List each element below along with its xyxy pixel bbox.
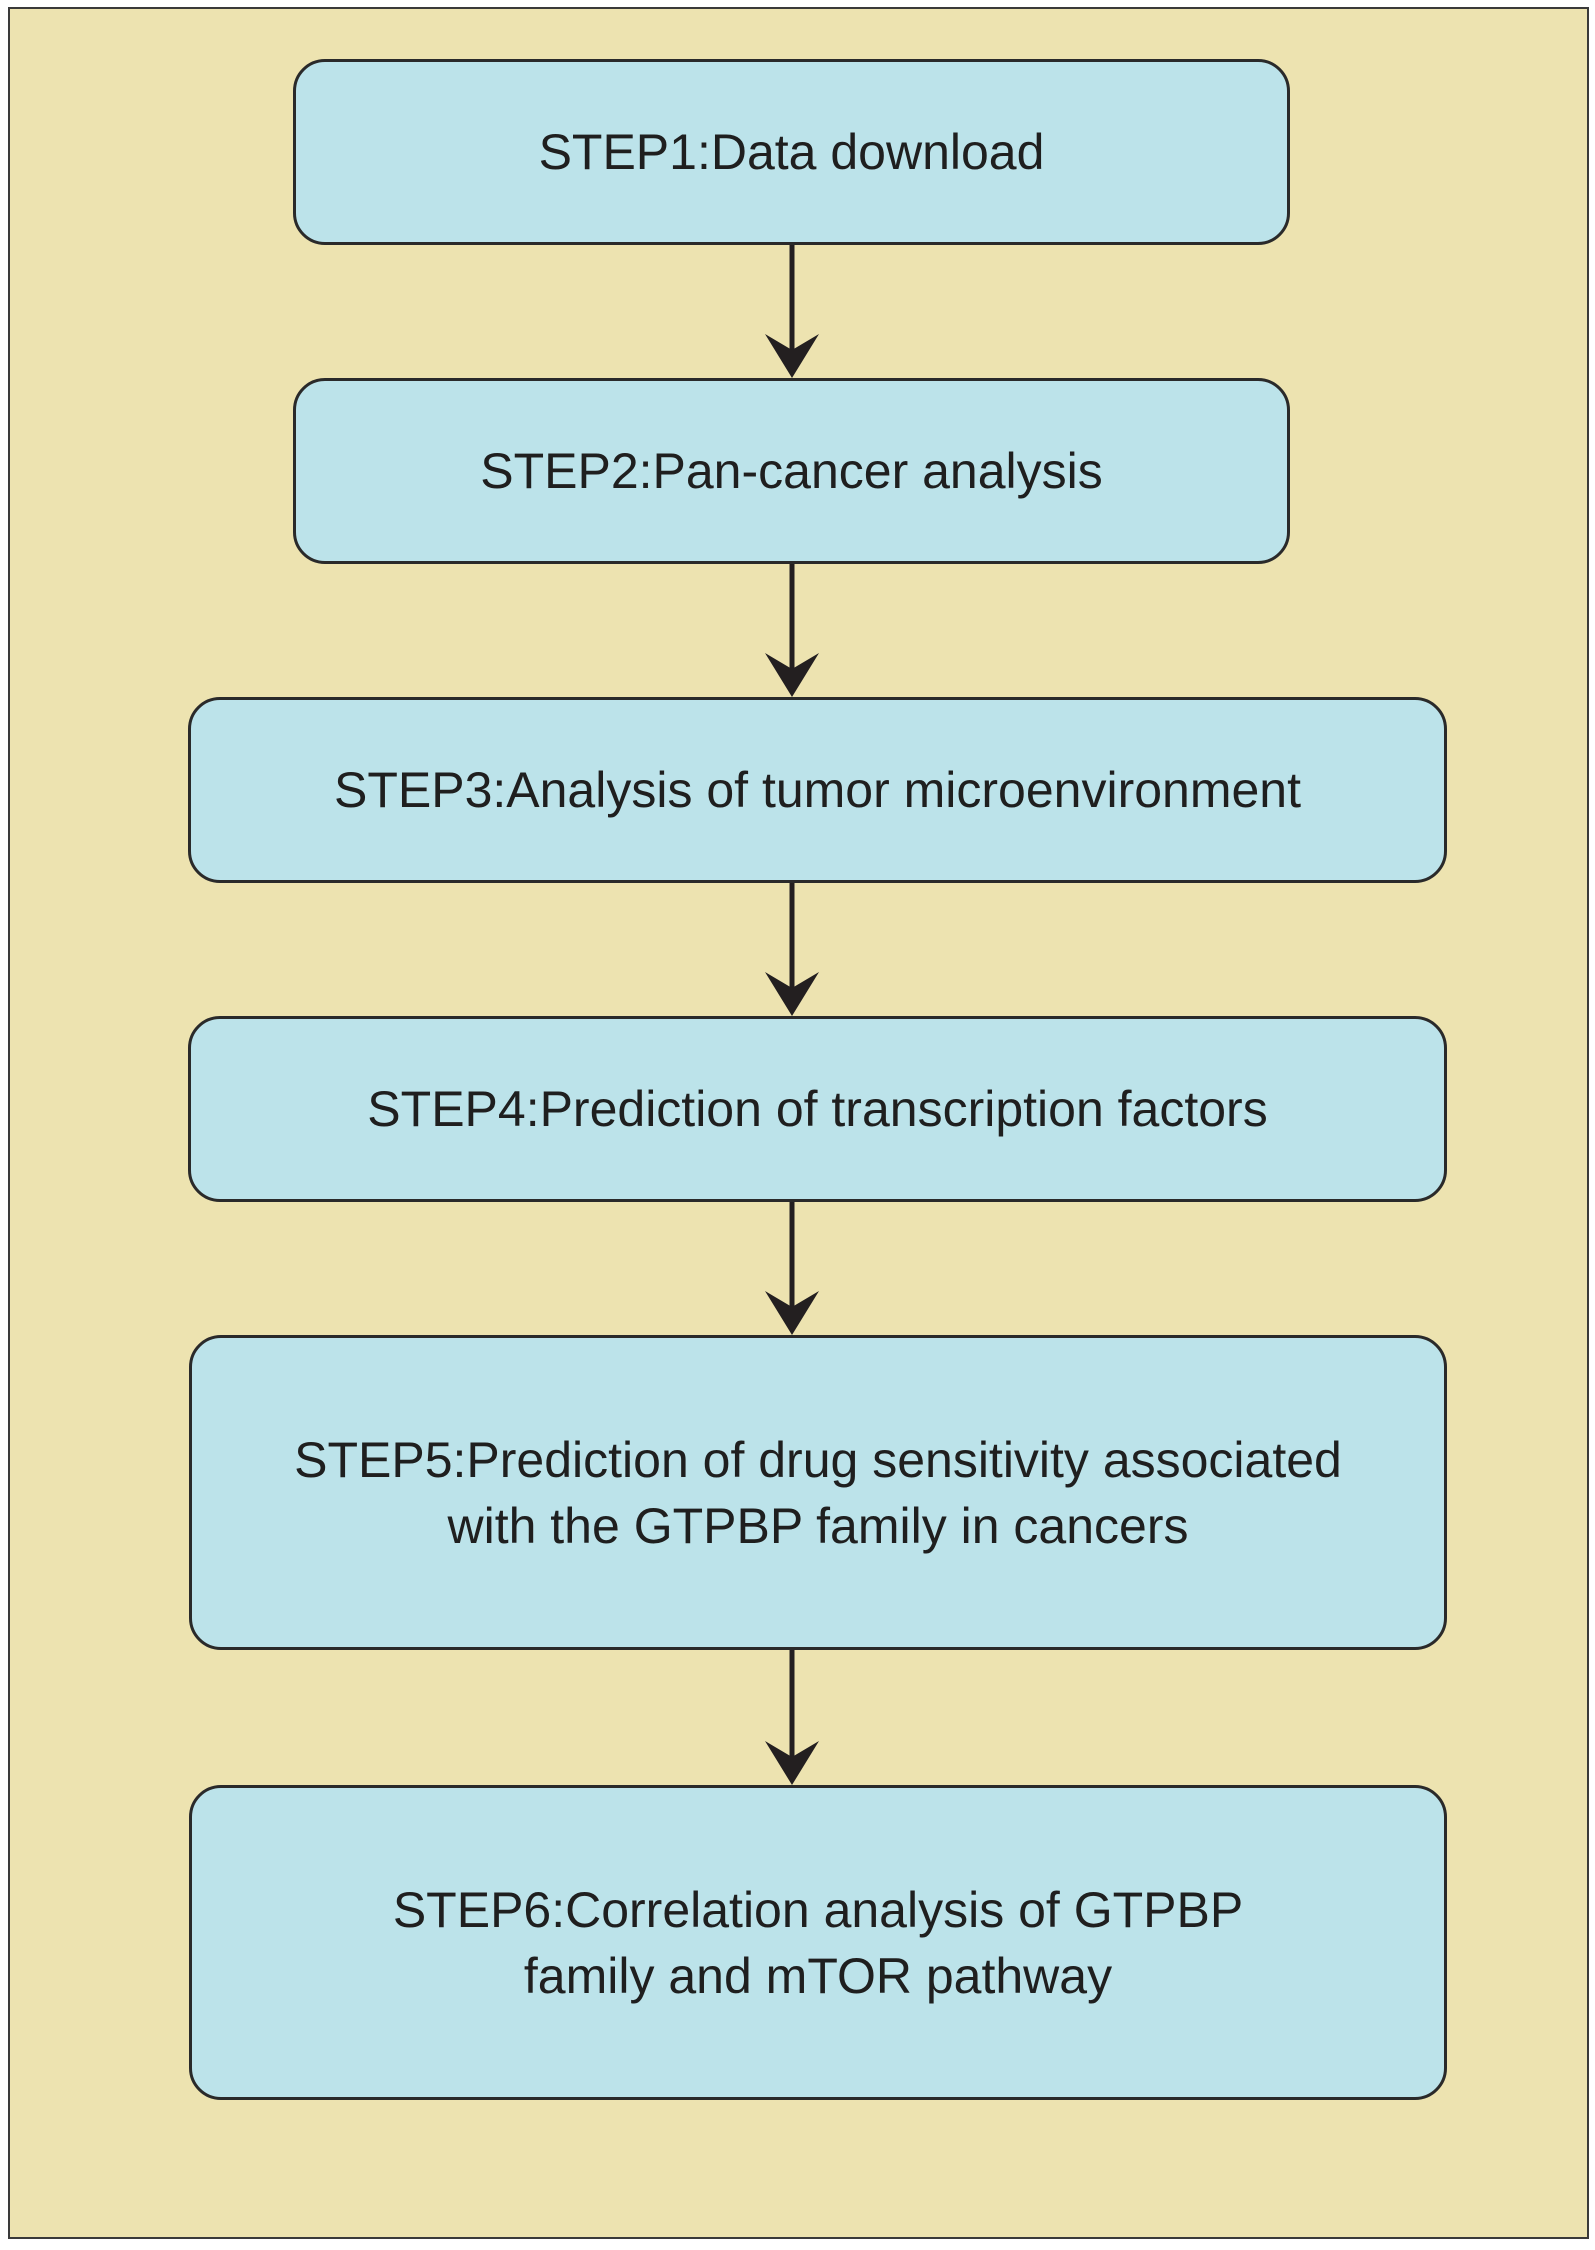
arrowhead-icon: [765, 1291, 819, 1335]
step4-label: STEP4:Prediction of transcription factor…: [367, 1081, 1268, 1137]
step6-node: STEP6:Correlation analysis of GTPBP fami…: [189, 1785, 1447, 2100]
step5-label: STEP5:Prediction of drug sensitivity ass…: [294, 1431, 1342, 1554]
step5-node: STEP5:Prediction of drug sensitivity ass…: [189, 1335, 1447, 1650]
step2-label: STEP2:Pan-cancer analysis: [480, 443, 1103, 499]
arrow-step3-step4: [765, 883, 819, 1016]
arrowhead-icon: [765, 972, 819, 1016]
step4-node: STEP4:Prediction of transcription factor…: [188, 1016, 1447, 1202]
arrow-step4-step5: [765, 1202, 819, 1335]
step3-node: STEP3:Analysis of tumor microenvironment: [188, 697, 1447, 883]
step2-node: STEP2:Pan-cancer analysis: [293, 378, 1290, 564]
step3-label: STEP3:Analysis of tumor microenvironment: [333, 762, 1302, 818]
arrowhead-icon: [765, 653, 819, 697]
arrow-step1-step2: [765, 245, 819, 378]
arrowhead-icon: [765, 1741, 819, 1785]
arrowhead-icon: [765, 334, 819, 378]
step6-label: STEP6:Correlation analysis of GTPBP fami…: [392, 1881, 1244, 2004]
step1-label: STEP1:Data download: [538, 124, 1045, 180]
arrow-step2-step3: [765, 564, 819, 697]
step1-node: STEP1:Data download: [293, 59, 1290, 245]
arrow-step5-step6: [765, 1650, 819, 1785]
